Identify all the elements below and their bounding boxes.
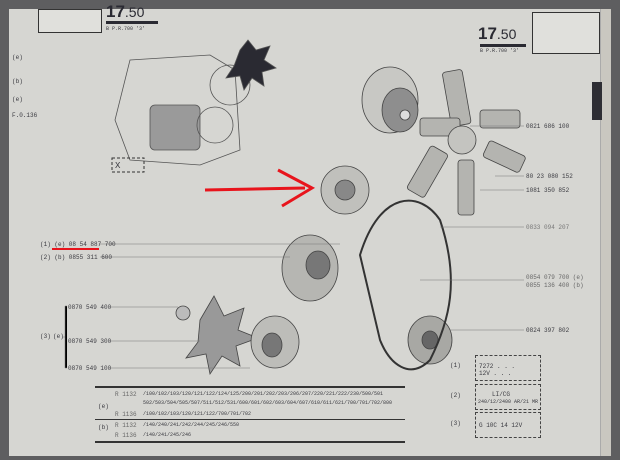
part-number: 0821 686 100 — [526, 123, 570, 130]
spec-label: (3) — [450, 420, 461, 427]
red-arrow-head — [277, 168, 316, 208]
water-pump-pulley — [361, 66, 419, 134]
part-number-highlighted: (1) (e) 08 54 887 700 — [40, 241, 116, 248]
table-model: R 1132 — [115, 422, 137, 429]
header-ref-left: B P.R.700 '3' — [106, 26, 146, 32]
red-arrow — [204, 186, 306, 192]
group-variant: (e) — [53, 333, 64, 340]
spec-box: LI/CG 240/12/2400 AR/21 MR — [475, 384, 541, 410]
catalog-page — [9, 9, 602, 456]
table-model: R 1136 — [115, 432, 137, 439]
spec-line: 12V . . . — [479, 370, 512, 377]
side-label: (e) — [12, 96, 23, 103]
table-codes: 502/503/504/505/507/511/512/531/600/601/… — [143, 400, 393, 406]
drive-belt — [358, 199, 452, 371]
part-number: 0854 079 700 (e) — [526, 274, 584, 281]
leader-lines — [62, 125, 524, 369]
cooling-fan — [407, 69, 526, 216]
section-tab — [592, 82, 602, 120]
spec-box: 7272 . . . 12V . . . — [475, 355, 541, 381]
part-number: 0870 549 100 — [68, 365, 112, 372]
header-ref-right: B P.R.700 '3' — [480, 48, 520, 54]
part-number: 0833 094 207 — [526, 224, 570, 231]
table-group: (b) — [98, 424, 109, 431]
part-number: 0870 549 300 — [68, 338, 112, 345]
group-label: (3) — [40, 333, 51, 340]
spec-label: (2) — [450, 392, 461, 399]
table-model: R 1132 — [115, 391, 137, 398]
header-bar-right — [480, 44, 526, 47]
part-number: 0855 136 400 (b) — [526, 282, 584, 289]
part-number: 0824 397 802 — [526, 327, 570, 334]
header-thumbnail-left — [38, 9, 102, 33]
spec-line: G 10C 14 12V — [479, 422, 523, 429]
part-number: (2) (b) 0855 311 600 — [40, 254, 113, 261]
side-label: (b) — [12, 78, 23, 85]
table-codes: /140/240/241/242/244/245/246/550 — [143, 422, 240, 428]
table-codes: /100/102/103/120/121/122/700/701/702 — [143, 411, 252, 417]
part-number: 80 23 080 152 — [526, 173, 573, 180]
part-number: 0870 549 400 — [68, 304, 112, 311]
table-group: (e) — [98, 403, 109, 410]
table-codes: /140/241/245/246 — [143, 432, 192, 438]
spec-label: (1) — [450, 362, 461, 369]
callout-box — [111, 157, 145, 173]
side-label: (e) — [12, 54, 23, 61]
section-number-left: 17.50 — [106, 2, 145, 21]
spec-line: 7272 . . . — [479, 363, 516, 370]
part-number: 1081 350 852 — [526, 187, 570, 194]
callout-label: X — [115, 161, 121, 171]
page-edge — [600, 9, 611, 456]
spec-line: 240/12/2400 AR/21 MR — [478, 399, 539, 405]
header-bar-left — [106, 21, 158, 24]
header-thumbnail-right — [532, 12, 600, 54]
alternator-fan — [175, 165, 453, 376]
spec-line: LI/CG — [492, 391, 511, 398]
section-number-right: 17.50 — [478, 24, 517, 43]
side-label: F.0.136 — [12, 112, 38, 119]
table-model: R 1136 — [115, 411, 137, 418]
spec-box: G 10C 14 12V — [475, 412, 541, 438]
engine-illustration — [114, 39, 277, 166]
table-codes: /100/102/103/120/121/122/124/125/200/201… — [143, 391, 384, 397]
